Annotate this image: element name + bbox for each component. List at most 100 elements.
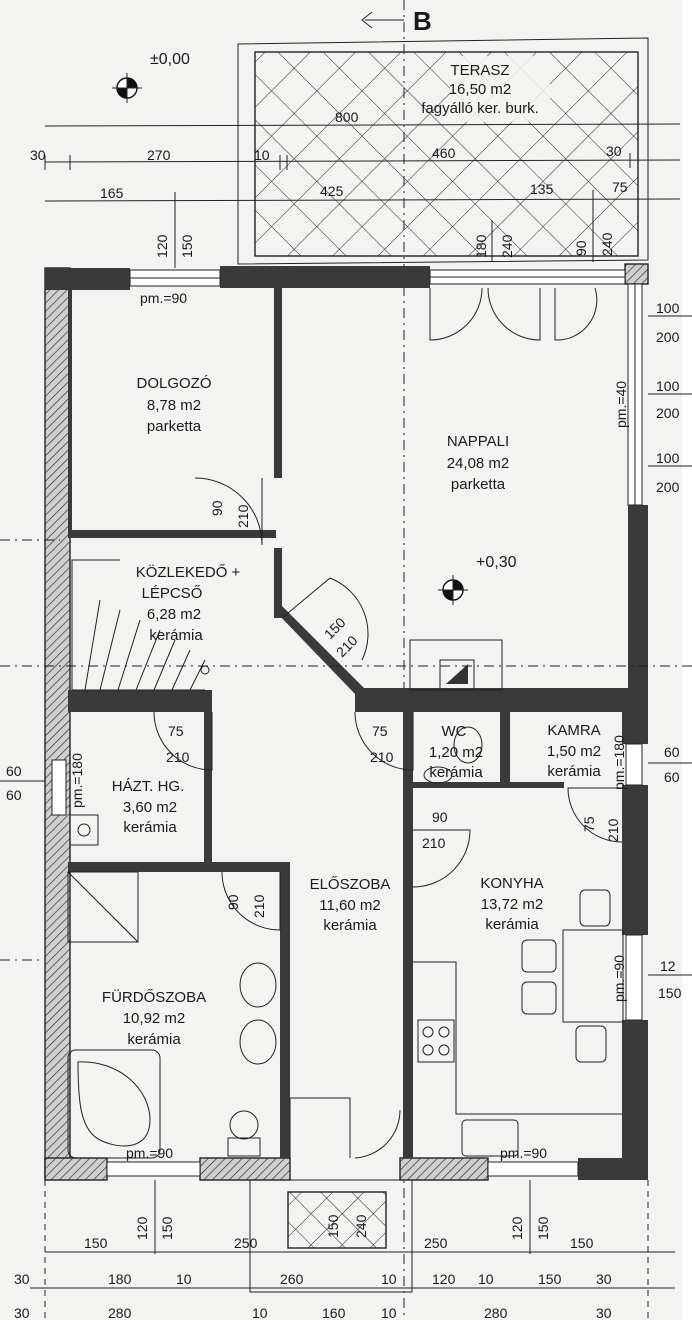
door-dim-furdo-90: 90 xyxy=(225,894,241,910)
dim-win-terasz1-240: 240 xyxy=(499,234,515,258)
wall-east-c xyxy=(622,785,648,935)
room-dolgozo-finish: parketta xyxy=(147,418,202,435)
dim-right-150: 150 xyxy=(658,985,682,1001)
door-terrace-b xyxy=(487,287,541,341)
room-eloszoba-area: 11,60 m2 xyxy=(319,897,380,914)
door-terrace-c xyxy=(554,287,598,341)
sill-konyha-bottom: pm.=90 xyxy=(500,1145,547,1161)
dim-top-30a: 30 xyxy=(30,147,46,163)
terrace-finish: fagyálló ker. burk. xyxy=(421,100,539,117)
wall-stair-east xyxy=(274,548,282,618)
dim-win-furdo-120: 120 xyxy=(134,1216,150,1240)
wall-hazt-east xyxy=(204,712,212,862)
door-wc xyxy=(354,711,414,771)
level-marker-floor: +0,30 xyxy=(438,554,517,605)
washing-machine-icon xyxy=(69,814,99,846)
dim-win-terasz2-90: 90 xyxy=(573,240,589,256)
dim-right-200b: 200 xyxy=(656,405,680,421)
wall-hazt-south xyxy=(68,862,208,872)
dim-bot2-10a: 10 xyxy=(176,1271,192,1287)
wall-ne-pier xyxy=(624,263,649,285)
wall-south-d xyxy=(578,1158,648,1180)
dim-bot-150a: 150 xyxy=(84,1235,108,1251)
dimensions-bottom: 120 150 120 150 150 250 250 150 30 180 1… xyxy=(14,1180,675,1320)
dim-top-270: 270 xyxy=(147,147,171,163)
windows xyxy=(51,269,643,1177)
window-kamra xyxy=(625,743,643,786)
dim-top-30b: 30 xyxy=(606,143,622,159)
terrace-name: TERASZ xyxy=(450,62,509,79)
room-kamra-finish: kerámia xyxy=(547,763,601,780)
wall-diagonal xyxy=(276,606,364,694)
dim-bot2-10b: 10 xyxy=(381,1271,397,1287)
wall-nappali-south xyxy=(355,688,635,712)
room-furdo-area: 10,92 m2 xyxy=(123,1010,186,1027)
door-hazt xyxy=(153,711,213,771)
dim-right-100c: 100 xyxy=(656,450,680,466)
kitchen-sink-icon xyxy=(461,1119,519,1157)
dim-top-10: 10 xyxy=(254,147,270,163)
doors xyxy=(153,287,623,1159)
wall-kamra-south xyxy=(510,782,564,788)
dim-left-60b: 60 xyxy=(6,787,22,803)
room-furdo-finish: kerámia xyxy=(127,1031,181,1048)
door-entry xyxy=(289,1097,401,1159)
door-dim-furdo-210: 210 xyxy=(251,894,267,918)
sill-hazt: pm.=180 xyxy=(69,753,85,808)
dim-bot2-30a: 30 xyxy=(14,1271,30,1287)
chair-icon-4 xyxy=(575,1025,607,1063)
dim-bot3-30b: 30 xyxy=(596,1305,612,1320)
wall-dolgozo-south xyxy=(68,530,276,538)
dim-bot2-30b: 30 xyxy=(596,1271,612,1287)
dim-top-460: 460 xyxy=(432,145,456,161)
door-terrace-a xyxy=(429,287,483,341)
room-nappali-area: 24,08 m2 xyxy=(447,455,510,472)
room-hazt-name: HÁZT. HG. xyxy=(112,778,185,795)
room-hazt-finish: kerámia xyxy=(123,819,177,836)
room-kozlekedo-name: KÖZLEKEDŐ + xyxy=(136,563,241,581)
wall-furdo-east xyxy=(280,862,290,1158)
dim-bot3-280a: 280 xyxy=(108,1305,132,1320)
wall-east-b xyxy=(622,712,648,744)
sink-icon-1 xyxy=(239,962,277,1008)
window-konyha xyxy=(487,1161,579,1177)
door-dim-hazt-75: 75 xyxy=(168,723,184,739)
level-floor-text: +0,30 xyxy=(476,554,517,571)
terrace: TERASZ 16,50 m2 fagyálló ker. burk. xyxy=(237,37,649,265)
paper-edge xyxy=(682,0,692,1320)
room-kozlekedo-area: 6,28 m2 xyxy=(147,606,201,623)
dim-win-konyha-150: 150 xyxy=(535,1216,551,1240)
toilet-icon-wc xyxy=(453,726,483,764)
level-marker-ground: ±0,00 xyxy=(112,51,190,103)
room-nappali-finish: parketta xyxy=(451,476,506,493)
room-kamra-name: KAMRA xyxy=(547,722,600,739)
level-ground-text: ±0,00 xyxy=(150,51,190,68)
dim-win-dolgozo-120: 120 xyxy=(154,234,170,258)
dim-bot3-10b: 10 xyxy=(381,1305,397,1320)
dim-bot-250b: 250 xyxy=(424,1235,448,1251)
door-dim-kamra-210: 210 xyxy=(605,818,621,842)
room-kozlekedo-name2: LÉPCSŐ xyxy=(142,585,203,602)
dim-right-200c: 200 xyxy=(656,479,680,495)
sink-icon-2 xyxy=(239,1019,277,1065)
dim-right-100b: 100 xyxy=(656,378,680,394)
dimensions-left: 60 60 xyxy=(0,763,45,803)
fixtures xyxy=(67,639,624,1159)
entry-step: 150 240 xyxy=(249,1179,413,1293)
dim-top-75: 75 xyxy=(612,179,628,195)
wall-south-a xyxy=(44,1157,108,1181)
room-wc-finish: kerámia xyxy=(429,764,483,781)
room-nappali-name: NAPPALI xyxy=(447,433,509,450)
dim-bot2-180: 180 xyxy=(108,1271,132,1287)
room-labels: DOLGOZÓ 8,78 m2 parketta NAPPALI 24,08 m… xyxy=(102,375,601,1048)
dim-top-425: 425 xyxy=(320,183,344,199)
wall-east-a xyxy=(628,505,648,715)
room-dolgozo-name: DOLGOZÓ xyxy=(136,375,211,392)
window-konyha-side xyxy=(625,934,643,1021)
dining-table xyxy=(562,929,624,1023)
sill-konyha-side: pm.=90 xyxy=(611,955,627,1002)
dim-bot3-30a: 30 xyxy=(14,1305,30,1320)
wall-stair-south xyxy=(68,690,212,712)
room-eloszoba-finish: kerámia xyxy=(323,917,377,934)
